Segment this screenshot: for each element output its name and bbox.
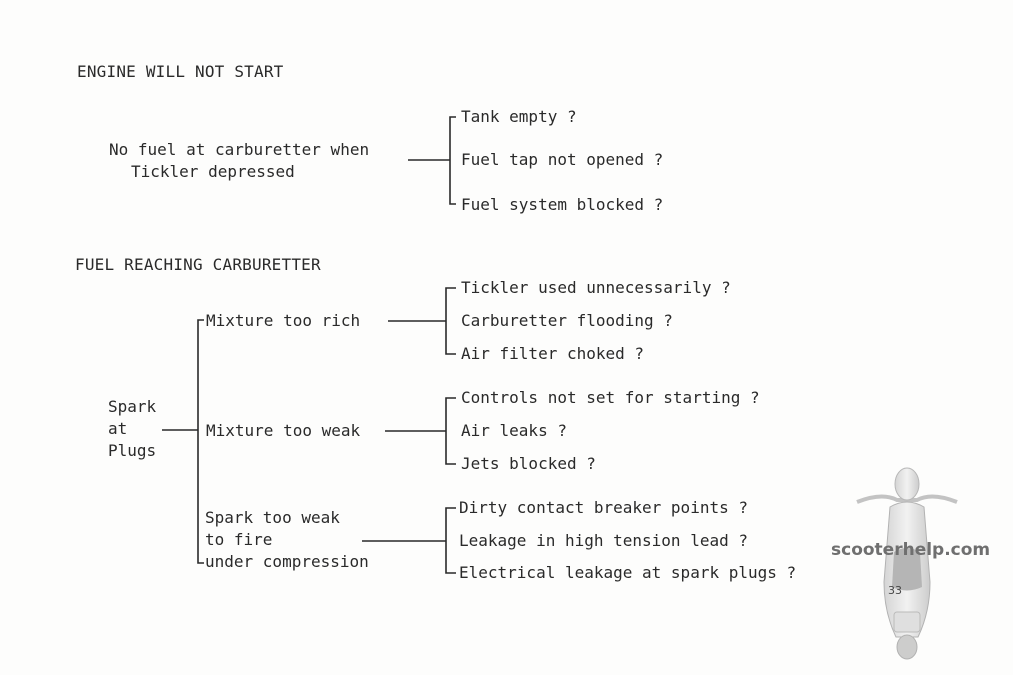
watermark-text: scooterhelp.com	[831, 540, 991, 560]
cause-fuel-line1: No fuel at carburetter when	[109, 140, 370, 159]
bracket-weak	[445, 397, 456, 465]
root-line: at	[108, 419, 128, 438]
check-item: Jets blocked ?	[461, 454, 596, 473]
check-item: Leakage in high tension lead ?	[459, 531, 748, 550]
bracket-root	[197, 319, 204, 564]
page-number: 33	[888, 584, 902, 597]
branch-label-spark: Spark too weak	[205, 508, 340, 527]
check-item: Electrical leakage at spark plugs ?	[459, 563, 797, 582]
check-item: Carburetter flooding ?	[461, 311, 673, 330]
root-line: Spark	[108, 397, 157, 416]
bracket-spark	[445, 507, 456, 574]
check-item: Dirty contact breaker points ?	[459, 498, 748, 517]
check-item: Air filter choked ?	[461, 344, 645, 363]
scooter-icon	[856, 467, 958, 660]
check-item: Tickler used unnecessarily ?	[461, 278, 731, 297]
cause-fuel-line2: Tickler depressed	[131, 162, 295, 181]
check-item: Fuel system blocked ?	[461, 195, 664, 214]
branch-label-spark: to fire	[205, 530, 273, 549]
bracket-rich	[445, 287, 456, 355]
root-line: Plugs	[108, 441, 157, 460]
bracket-fuel-checks	[449, 116, 456, 205]
branch-label-rich: Mixture too rich	[206, 311, 361, 330]
check-item: Air leaks ?	[461, 421, 567, 440]
section-heading-fuel: FUEL REACHING CARBURETTER	[75, 255, 321, 274]
check-item: Controls not set for starting ?	[461, 388, 760, 407]
branch-label-weak: Mixture too weak	[206, 421, 361, 440]
check-item: Fuel tap not opened ?	[461, 150, 664, 169]
section-heading-engine: ENGINE WILL NOT START	[77, 62, 284, 81]
check-item: Tank empty ?	[461, 107, 577, 126]
branch-label-spark: under compression	[205, 552, 369, 571]
